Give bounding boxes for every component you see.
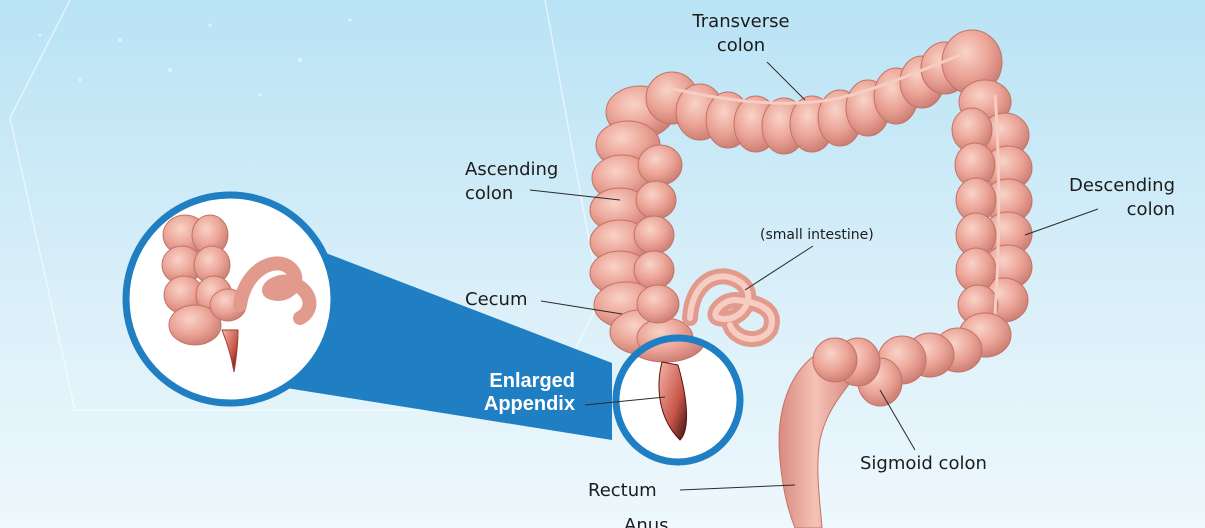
- overview-circle: [122, 191, 338, 407]
- label-descending-colon: Descending colon: [1069, 175, 1175, 220]
- label-enlarged-appendix: Enlarged Appendix: [483, 370, 575, 415]
- leader-transverse: [766, 61, 806, 101]
- label-sigmoid-colon: Sigmoid colon: [860, 453, 987, 474]
- leader-small-intestine: [744, 245, 814, 291]
- leader-sigmoid: [879, 389, 916, 451]
- label-anus: Anus: [624, 515, 669, 528]
- label-ascending-colon: Ascending colon: [465, 159, 559, 204]
- leader-lines: [529, 61, 1099, 491]
- sigmoid-colon: [812, 312, 1012, 407]
- enlarged-appendix: [658, 361, 688, 441]
- leader-appendix: [584, 396, 666, 406]
- label-small-intestine: (small intestine): [760, 227, 874, 243]
- descending-colon: [951, 79, 1033, 326]
- leader-rectum: [679, 484, 796, 491]
- label-cecum: Cecum: [465, 289, 528, 310]
- label-rectum: Rectum: [588, 480, 657, 501]
- transverse-colon: [645, 29, 1003, 155]
- rectum: [778, 344, 861, 528]
- leader-ascending: [529, 189, 621, 201]
- hexagon-decoration: [9, 0, 601, 411]
- appendix-small: [221, 329, 239, 373]
- leader-cecum: [540, 300, 623, 315]
- label-transverse-colon: Transverse colon: [692, 11, 790, 56]
- leader-descending: [1024, 208, 1099, 236]
- magnifier-circle: [612, 334, 744, 466]
- large-intestine: [589, 29, 1033, 528]
- sparkle-decoration: [38, 18, 352, 97]
